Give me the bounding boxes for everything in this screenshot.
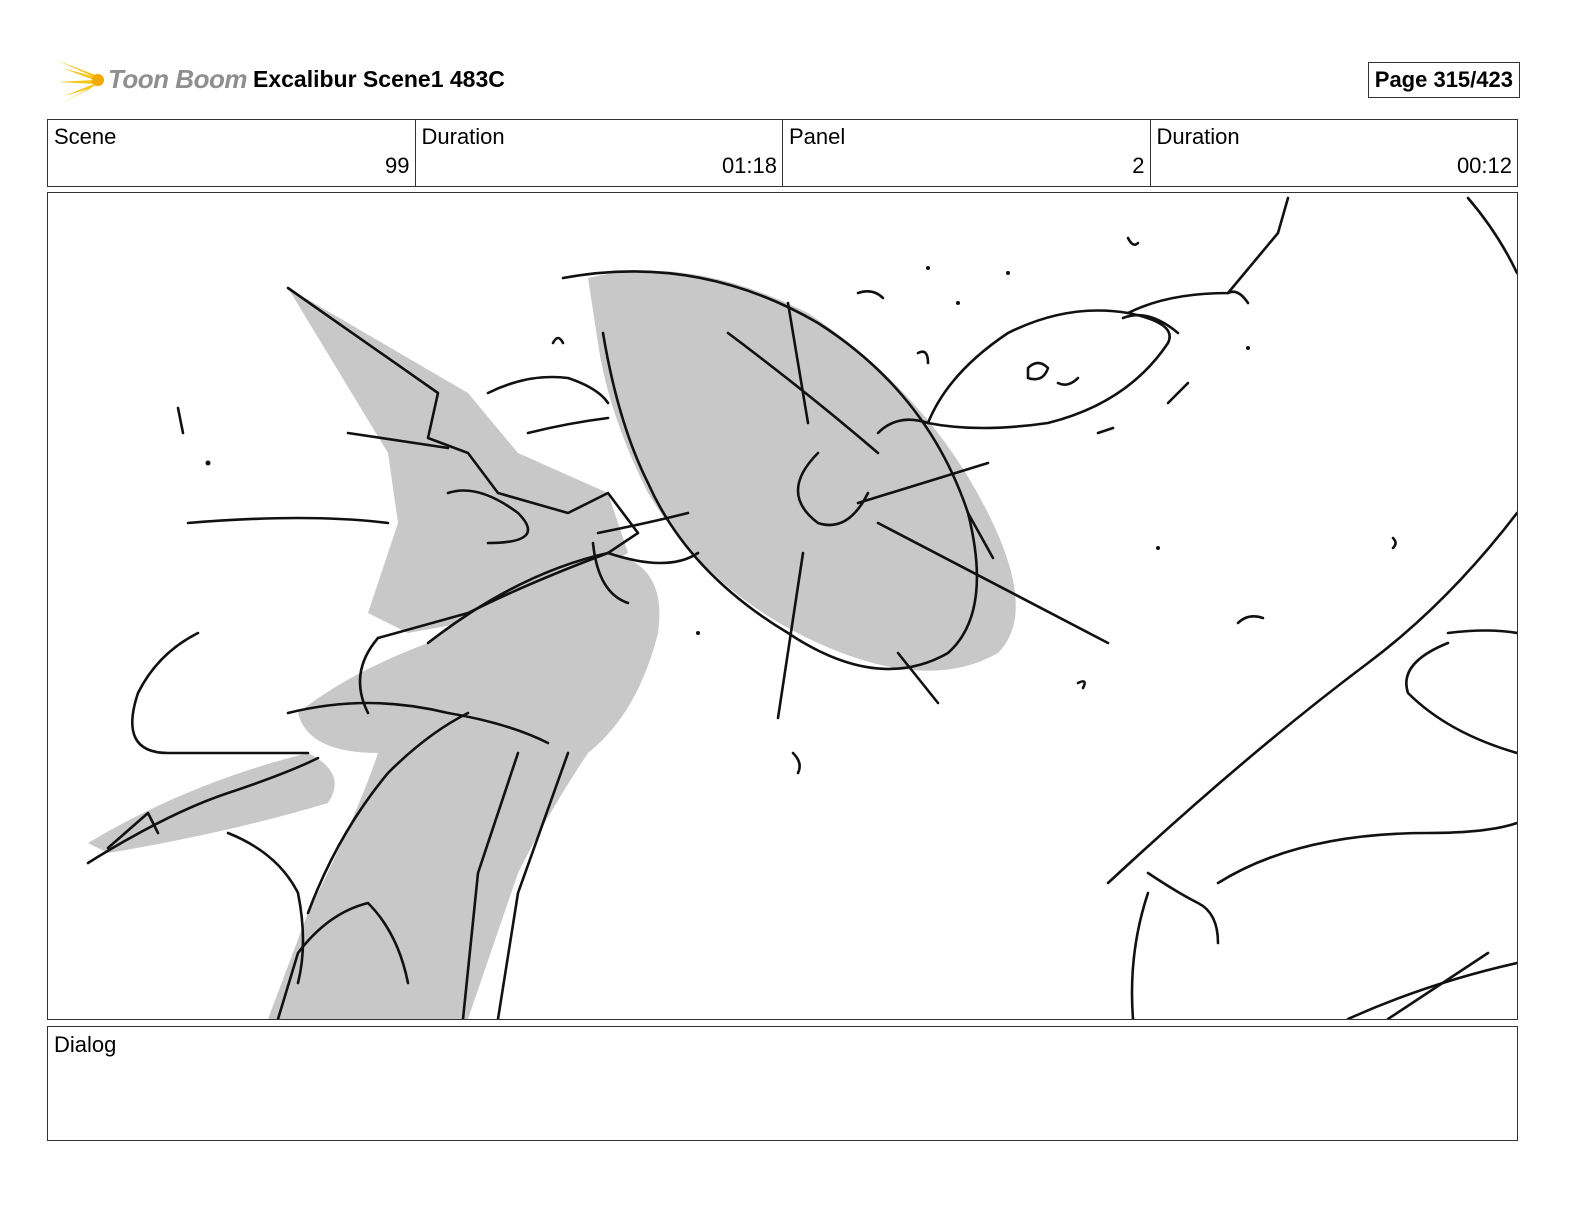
dialog-label: Dialog — [54, 1032, 117, 1057]
sketch-drawing — [86, 196, 1517, 1019]
panel-value: 2 — [1132, 153, 1145, 178]
panel-cell: Panel 2 — [783, 120, 1151, 186]
scene-duration-cell: Duration 01:18 — [416, 120, 783, 186]
scene-info-row: Scene 99 Duration 01:18 Panel 2 Duration… — [47, 119, 1518, 187]
scene-duration-value: 01:18 — [721, 153, 777, 178]
dialog-box: Dialog — [47, 1026, 1518, 1141]
storyboard-panel — [47, 192, 1518, 1020]
logo-text: Toon Boom — [108, 64, 247, 94]
page-number: Page 315/423 — [1367, 62, 1520, 98]
panel-label: Panel — [789, 124, 846, 149]
page-header: Toon Boom Excalibur Scene1 483C Page 315… — [48, 54, 1520, 106]
scene-duration-label: Duration — [421, 124, 505, 149]
scene-cell: Scene 99 — [48, 120, 416, 186]
panel-duration-cell: Duration 00:12 — [1151, 120, 1518, 186]
panel-duration-label: Duration — [1156, 124, 1240, 149]
scene-value: 99 — [385, 153, 410, 178]
document-title: Excalibur Scene1 483C — [253, 66, 505, 92]
scene-label: Scene — [54, 124, 117, 149]
panel-duration-value: 00:12 — [1456, 153, 1512, 178]
toon-boom-logo: Toon Boom — [52, 54, 247, 106]
star-burst-icon — [56, 60, 104, 104]
